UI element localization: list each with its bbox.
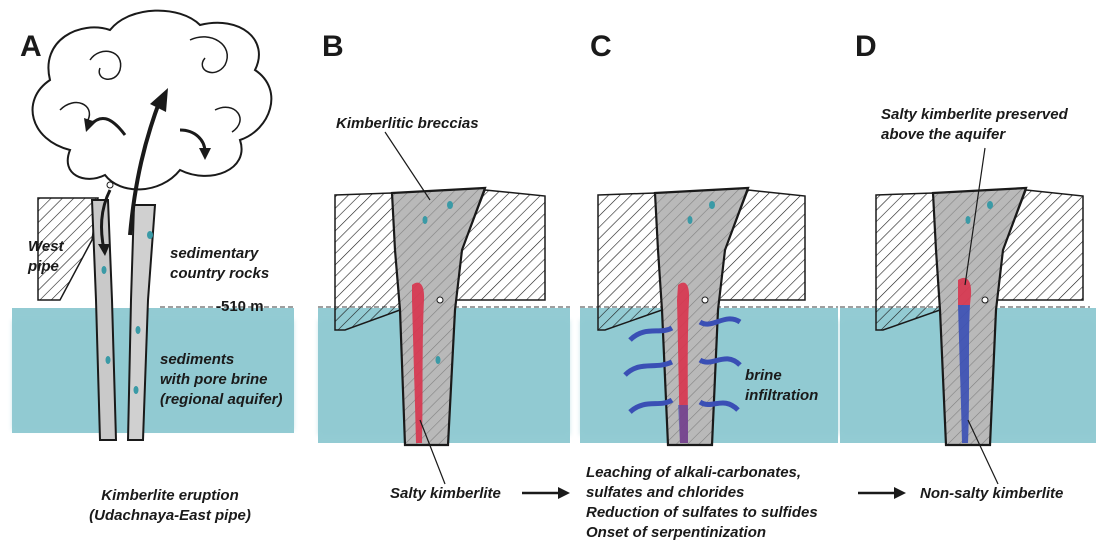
inclusion bbox=[709, 201, 715, 209]
inclusion bbox=[423, 216, 428, 224]
panel-d bbox=[840, 148, 1096, 484]
inclusion bbox=[966, 216, 971, 224]
inclusion bbox=[437, 297, 443, 303]
inclusion bbox=[688, 216, 693, 224]
label-salty: Salty kimberlite bbox=[390, 484, 501, 504]
panel-letter-d: D bbox=[855, 30, 877, 64]
hatch-left-c bbox=[598, 193, 662, 330]
inclusion bbox=[136, 326, 141, 334]
salty-kimberlite-d bbox=[958, 278, 971, 305]
leader-breccias bbox=[385, 132, 430, 200]
inclusion bbox=[436, 356, 441, 364]
label-eruption: Kimberlite eruption(Udachnaya-East pipe) bbox=[70, 486, 270, 526]
panel-letter-c: C bbox=[590, 30, 612, 64]
label-breccias: Kimberlitic breccias bbox=[336, 114, 479, 134]
label-non-salty: Non-salty kimberlite bbox=[920, 484, 1063, 504]
panel-c bbox=[580, 188, 838, 445]
label-leaching: Leaching of alkali-carbonates,sulfates a… bbox=[586, 463, 818, 543]
inclusion bbox=[106, 356, 111, 364]
inclusion bbox=[102, 266, 107, 274]
inclusion bbox=[107, 182, 113, 188]
inclusion bbox=[982, 297, 988, 303]
inclusion bbox=[702, 297, 708, 303]
inclusion bbox=[987, 201, 993, 209]
label-depth: -510 m bbox=[216, 297, 264, 317]
hatch-left-d bbox=[876, 193, 940, 330]
inclusion bbox=[147, 231, 153, 239]
transition-arrow-2 bbox=[858, 487, 906, 499]
panel-b bbox=[318, 132, 570, 484]
panel-letter-a: A bbox=[20, 30, 42, 64]
panel-letter-b: B bbox=[322, 30, 344, 64]
transition-arrow-1 bbox=[522, 487, 570, 499]
inclusion bbox=[134, 386, 139, 394]
eruption-cloud bbox=[33, 11, 272, 190]
hatch-left-b bbox=[335, 193, 400, 330]
inclusion bbox=[447, 201, 453, 209]
